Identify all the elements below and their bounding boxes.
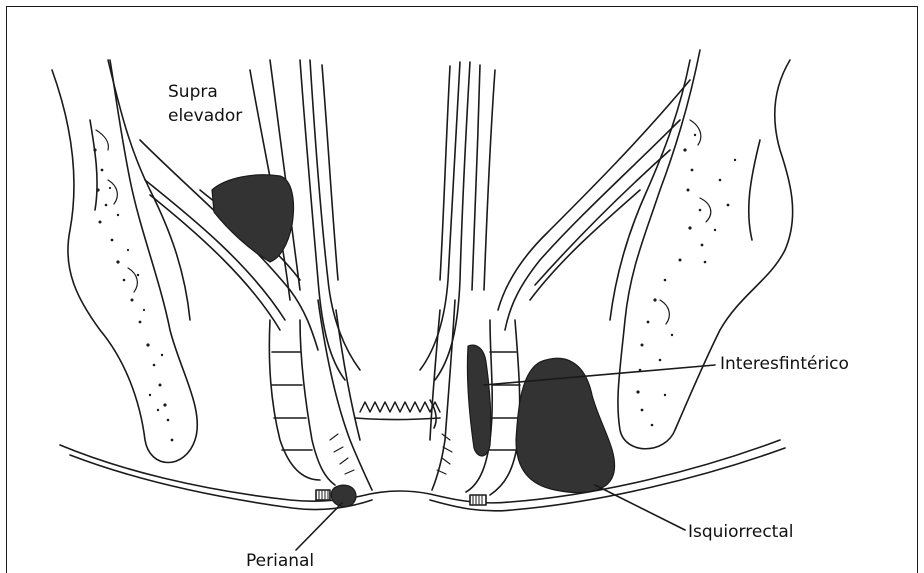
label-supraelevador-line2: elevador (168, 104, 242, 128)
perineal-skin (60, 440, 785, 511)
abscess-perianal (331, 485, 356, 507)
label-perianal: Perianal (246, 549, 314, 573)
right-sphincter-wall (420, 62, 520, 495)
right-pelvic-bone (610, 50, 793, 449)
leader-lines (296, 365, 715, 550)
label-supraelevador-line1: Supra (168, 80, 242, 104)
label-interesfinterico: Interesfintérico (720, 352, 849, 376)
label-supraelevador: Supra elevador (168, 80, 242, 128)
leader-isquiorrectal (595, 485, 685, 530)
abscess-interesfinterico (467, 345, 490, 456)
anal-mucosa (355, 400, 440, 428)
left-sphincter-wall (269, 60, 372, 490)
right-bone-texture (636, 134, 736, 427)
label-isquiorrectal: Isquiorrectal (688, 520, 793, 544)
abscess-regions (212, 175, 615, 507)
